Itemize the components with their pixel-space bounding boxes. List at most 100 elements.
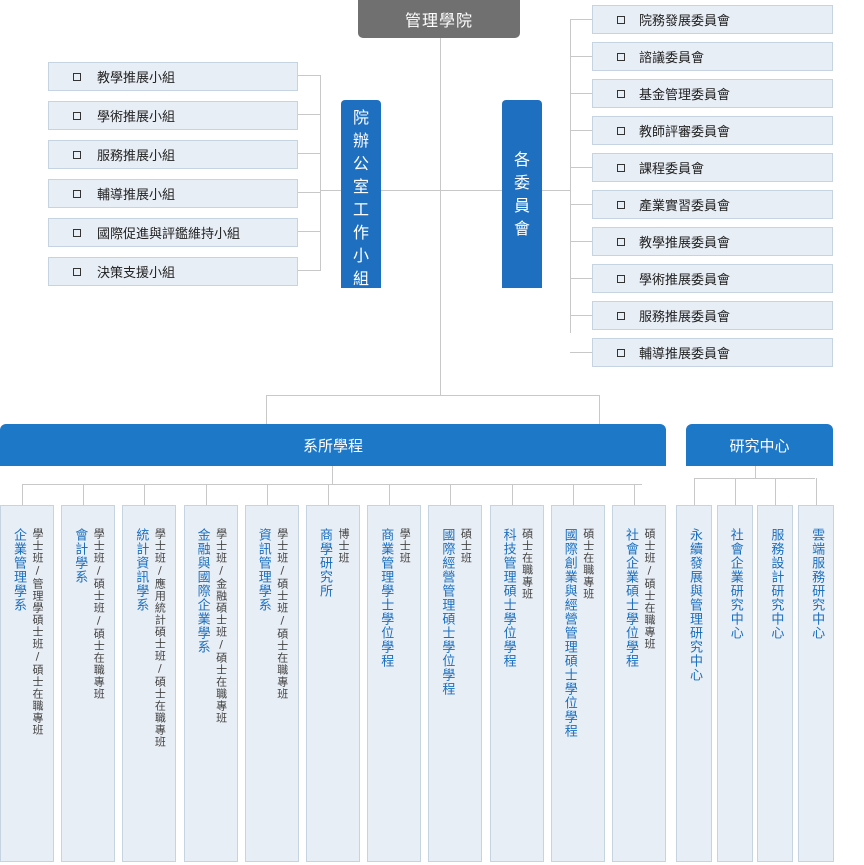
department-programs: 學士班/碩士班/碩士在職專班 bbox=[275, 528, 289, 700]
connector-right-item bbox=[570, 352, 592, 353]
department-name: 資訊管理學系 bbox=[255, 528, 271, 612]
committee-item: 諮議委員會 bbox=[592, 42, 833, 71]
connector-center-column bbox=[694, 478, 695, 505]
bullet-square-icon bbox=[617, 126, 625, 135]
connector-dept-bracket bbox=[22, 484, 642, 485]
department-programs: 學士班 bbox=[398, 528, 412, 564]
bullet-square-icon bbox=[73, 228, 81, 237]
connector-left-item bbox=[298, 75, 320, 76]
bullet-square-icon bbox=[73, 150, 81, 159]
department-column: 科技管理碩士學位學程碩士在職專班 bbox=[489, 505, 544, 862]
office-char: 室 bbox=[352, 177, 369, 196]
connector-center-drop bbox=[599, 395, 600, 425]
connector-dept-column bbox=[634, 484, 635, 505]
workgroup-label: 學術推展小組 bbox=[97, 110, 176, 125]
connector-left-item bbox=[298, 153, 320, 154]
office-char: 小 bbox=[352, 246, 369, 265]
department-column: 社會企業碩士學位學程碩士班/碩士在職專班 bbox=[612, 505, 666, 862]
committee-label: 教學推展委員會 bbox=[639, 236, 731, 251]
connector-right-item bbox=[570, 278, 592, 279]
connector-dept-column bbox=[83, 484, 84, 505]
research-center-column: 雲端服務研究中心 bbox=[798, 505, 835, 862]
committee-label: 諮議委員會 bbox=[639, 51, 705, 66]
department-column: 企業管理學系學士班/管理學碩士班/碩士在職專班 bbox=[0, 505, 54, 862]
bullet-square-icon bbox=[617, 348, 625, 357]
committees-char: 各 bbox=[513, 150, 530, 169]
committee-item: 教學推展委員會 bbox=[592, 227, 833, 256]
department-column: 商業管理學士學位學程學士班 bbox=[367, 505, 422, 862]
connector-left-item bbox=[298, 270, 320, 271]
research-centers-band-label: 研究中心 bbox=[729, 436, 790, 455]
connector-dept-column bbox=[512, 484, 513, 505]
department-name: 會計學系 bbox=[72, 528, 88, 584]
connector-dept-column bbox=[267, 484, 268, 505]
connector-dept-column bbox=[328, 484, 329, 505]
department-programs: 碩士班 bbox=[459, 528, 473, 564]
committee-item: 院務發展委員會 bbox=[592, 5, 833, 34]
bullet-square-icon bbox=[617, 200, 625, 209]
workgroup-item: 決策支援小組 bbox=[48, 257, 298, 286]
department-column: 國際經營管理碩士學位學程碩士班 bbox=[428, 505, 483, 862]
committees-char: 會 bbox=[513, 219, 530, 238]
committee-label: 輔導推展委員會 bbox=[639, 347, 731, 362]
department-programs: 碩士在職專班 bbox=[520, 528, 534, 600]
connector-mid-horizontal bbox=[320, 190, 570, 191]
research-center-name: 社會企業研究中心 bbox=[727, 528, 743, 640]
bullet-square-icon bbox=[617, 15, 625, 24]
department-column: 國際創業與經營管理碩士學位學程碩士在職專班 bbox=[550, 505, 605, 862]
department-programs: 博士班 bbox=[337, 528, 350, 564]
connector-right-item bbox=[570, 167, 592, 168]
connector-center-stem bbox=[755, 466, 756, 478]
connector-left-item bbox=[298, 192, 320, 193]
committee-item: 學術推展委員會 bbox=[592, 264, 833, 293]
root-label: 管理學院 bbox=[404, 11, 473, 30]
research-center-name: 服務設計研究中心 bbox=[768, 528, 784, 640]
office-char: 辦 bbox=[352, 131, 369, 150]
departments-band: 系所學程 bbox=[0, 424, 666, 466]
committee-label: 產業實習委員會 bbox=[639, 199, 731, 214]
department-name: 金融與國際企業學系 bbox=[194, 528, 210, 654]
connector-right-bracket bbox=[570, 19, 571, 333]
bullet-square-icon bbox=[617, 274, 625, 283]
research-center-name: 雲端服務研究中心 bbox=[809, 528, 825, 640]
connector-right-item bbox=[570, 315, 592, 316]
research-center-name: 永續發展與管理研究中心 bbox=[687, 528, 702, 682]
connector-right-item bbox=[570, 130, 592, 131]
connector-dept-column bbox=[573, 484, 574, 505]
bullet-square-icon bbox=[617, 237, 625, 246]
department-name: 商業管理學士學位學程 bbox=[378, 528, 394, 668]
workgroup-label: 決策支援小組 bbox=[97, 266, 176, 281]
connector-dept-column bbox=[450, 484, 451, 505]
connector-right-item bbox=[570, 241, 592, 242]
department-column: 金融與國際企業學系學士班/金融碩士班/碩士在職專班 bbox=[183, 505, 238, 862]
department-programs: 學士班/碩士班/碩士在職專班 bbox=[92, 528, 106, 700]
department-name: 商學研究所 bbox=[317, 528, 332, 598]
root-node: 管理學院 bbox=[358, 0, 520, 38]
office-workgroup-box: 院 辦 公 室 工 作 小 組 bbox=[341, 100, 381, 288]
workgroup-item: 學術推展小組 bbox=[48, 101, 298, 130]
bullet-square-icon bbox=[617, 163, 625, 172]
department-name: 社會企業碩士學位學程 bbox=[623, 528, 638, 668]
department-programs: 學士班/應用統計碩士班/碩士在職專班 bbox=[153, 528, 167, 748]
research-center-column: 服務設計研究中心 bbox=[757, 505, 794, 862]
workgroup-label: 教學推展小組 bbox=[97, 71, 176, 86]
connector-dept-stem bbox=[332, 466, 333, 484]
workgroup-label: 國際促進與評鑑維持小組 bbox=[97, 227, 241, 242]
workgroup-item: 服務推展小組 bbox=[48, 140, 298, 169]
bullet-square-icon bbox=[73, 111, 81, 120]
connector-right-item bbox=[570, 19, 592, 20]
connector-left-item bbox=[298, 114, 320, 115]
committee-item: 基金管理委員會 bbox=[592, 79, 833, 108]
connector-right-item bbox=[570, 56, 592, 57]
office-char: 公 bbox=[352, 154, 369, 173]
departments-band-label: 系所學程 bbox=[302, 436, 363, 455]
office-char: 院 bbox=[352, 108, 369, 127]
bullet-square-icon bbox=[617, 52, 625, 61]
department-name: 企業管理學系 bbox=[11, 528, 26, 612]
bullet-square-icon bbox=[73, 72, 81, 81]
connector-center-bracket bbox=[695, 478, 815, 479]
bullet-square-icon bbox=[73, 189, 81, 198]
committee-item: 輔導推展委員會 bbox=[592, 338, 833, 367]
department-column: 資訊管理學系學士班/碩士班/碩士在職專班 bbox=[244, 505, 299, 862]
connector-center-column bbox=[735, 478, 736, 505]
